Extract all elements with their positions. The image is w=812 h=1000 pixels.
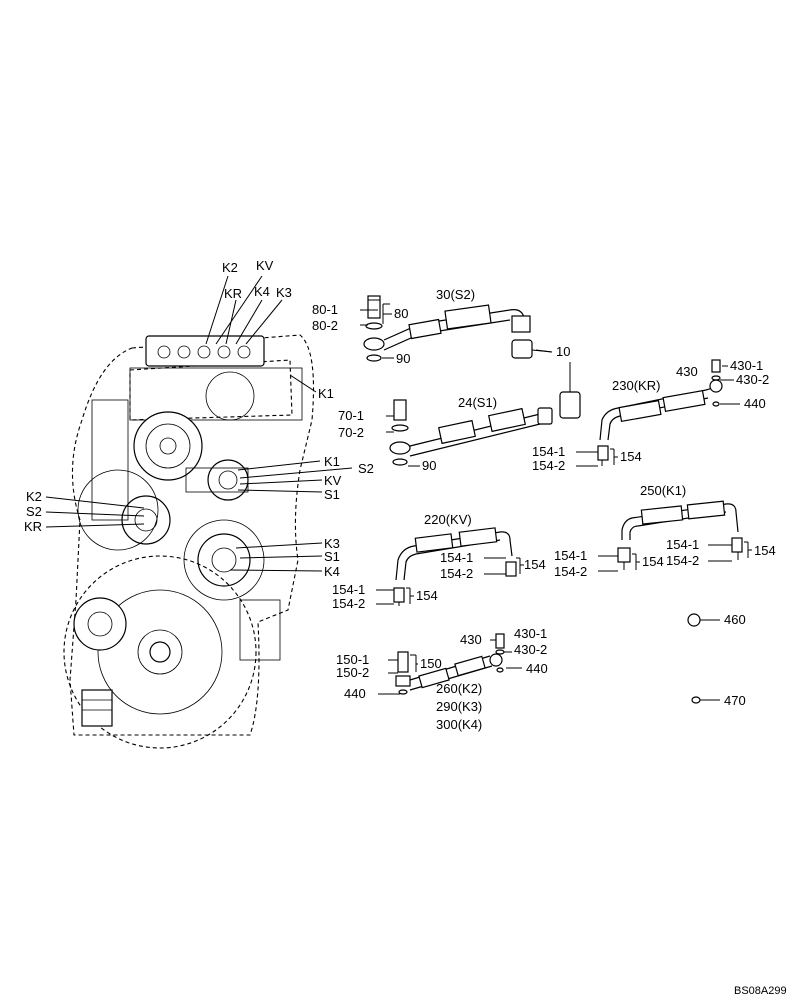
port-label-s2-left: S2 [26,504,42,519]
part-label-90b: 90 [422,458,436,473]
housing-labels: K2 KV KR K4 K3 K1 K1 S2 KV S1 K2 S2 KR K… [24,258,374,579]
part-label-430b: 430 [460,632,482,647]
port-label-kr-top: KR [224,286,242,301]
part-label-154d: 154 [642,554,664,569]
part-label-80: 80 [394,306,408,321]
port-label-k3-top: K3 [276,285,292,300]
port-label-kv-top: KV [256,258,274,273]
part-label-154-1a: 154-1 [532,444,565,459]
part-label-440b: 440 [526,661,548,676]
part-label-430-2b: 430-2 [514,642,547,657]
part-label-154b: 154 [524,557,546,572]
diagram-code: BS08A299 [734,985,787,997]
port-label-s1-lower: S1 [324,549,340,564]
part-label-150-1: 150-1 [336,652,369,667]
part-label-80-2: 80-2 [312,318,338,333]
hose-30-s2 [360,295,553,362]
part-label-154-2c: 154-2 [332,596,365,611]
part-label-70-2: 70-2 [338,425,364,440]
loose-parts [687,613,720,704]
part-label-154-2d: 154-2 [554,564,587,579]
part-label-154-1d: 154-1 [554,548,587,563]
part-label-80-1: 80-1 [312,302,338,317]
part-label-154-2b: 154-2 [440,566,473,581]
hose-230-kr [597,359,740,466]
part-labels: 80-1 80-2 80 90 30(S2) 10 70-1 70-2 24(S… [312,287,776,732]
part-label-154-2a: 154-2 [532,458,565,473]
part-label-260-k2: 260(K2) [436,681,482,696]
part-label-90a: 90 [396,351,410,366]
port-label-k2-left: K2 [26,489,42,504]
part-label-154c: 154 [416,588,438,603]
part-label-154-2e: 154-2 [666,553,699,568]
port-label-k4-top: K4 [254,284,270,299]
part-label-24-s1: 24(S1) [458,395,497,410]
fitting-brackets [376,349,752,605]
part-label-154-1e: 154-1 [666,537,699,552]
hose-250-k1 [617,500,743,570]
port-label-kv-mid: KV [324,473,342,488]
part-label-10: 10 [556,344,570,359]
part-label-154-1b: 154-1 [440,550,473,565]
housing-leaders [45,275,353,572]
hose-260-290-300 [378,633,522,695]
part-label-154a: 154 [620,449,642,464]
part-label-430-1a: 430-1 [730,358,763,373]
port-label-s2-mid: S2 [358,461,374,476]
part-label-460: 460 [724,612,746,627]
part-label-250-k1: 250(K1) [640,483,686,498]
part-label-440a: 440 [744,396,766,411]
port-label-s1-mid: S1 [324,487,340,502]
port-label-k1-mid: K1 [324,454,340,469]
hose-24-s1 [386,362,581,467]
part-label-300-k4: 300(K4) [436,717,482,732]
part-label-230-kr: 230(KR) [612,378,660,393]
port-label-k1-right: K1 [318,386,334,401]
port-label-k4-lower: K4 [324,564,340,579]
part-label-30-s2: 30(S2) [436,287,475,302]
part-label-430-2a: 430-2 [736,372,769,387]
port-label-k3-lower: K3 [324,536,340,551]
part-label-220-kv: 220(KV) [424,512,472,527]
part-label-150: 150 [420,656,442,671]
part-label-440c: 440 [344,686,366,701]
part-label-430-1b: 430-1 [514,626,547,641]
part-label-154-1c: 154-1 [332,582,365,597]
transmission-housing [63,334,314,749]
hose-220-kv [393,527,517,606]
port-label-k2-top: K2 [222,260,238,275]
part-label-290-k3: 290(K3) [436,699,482,714]
port-label-kr-left: KR [24,519,42,534]
part-label-150-2: 150-2 [336,665,369,680]
part-label-70-1: 70-1 [338,408,364,423]
part-label-430a: 430 [676,364,698,379]
part-label-470: 470 [724,693,746,708]
part-label-154e: 154 [754,543,776,558]
